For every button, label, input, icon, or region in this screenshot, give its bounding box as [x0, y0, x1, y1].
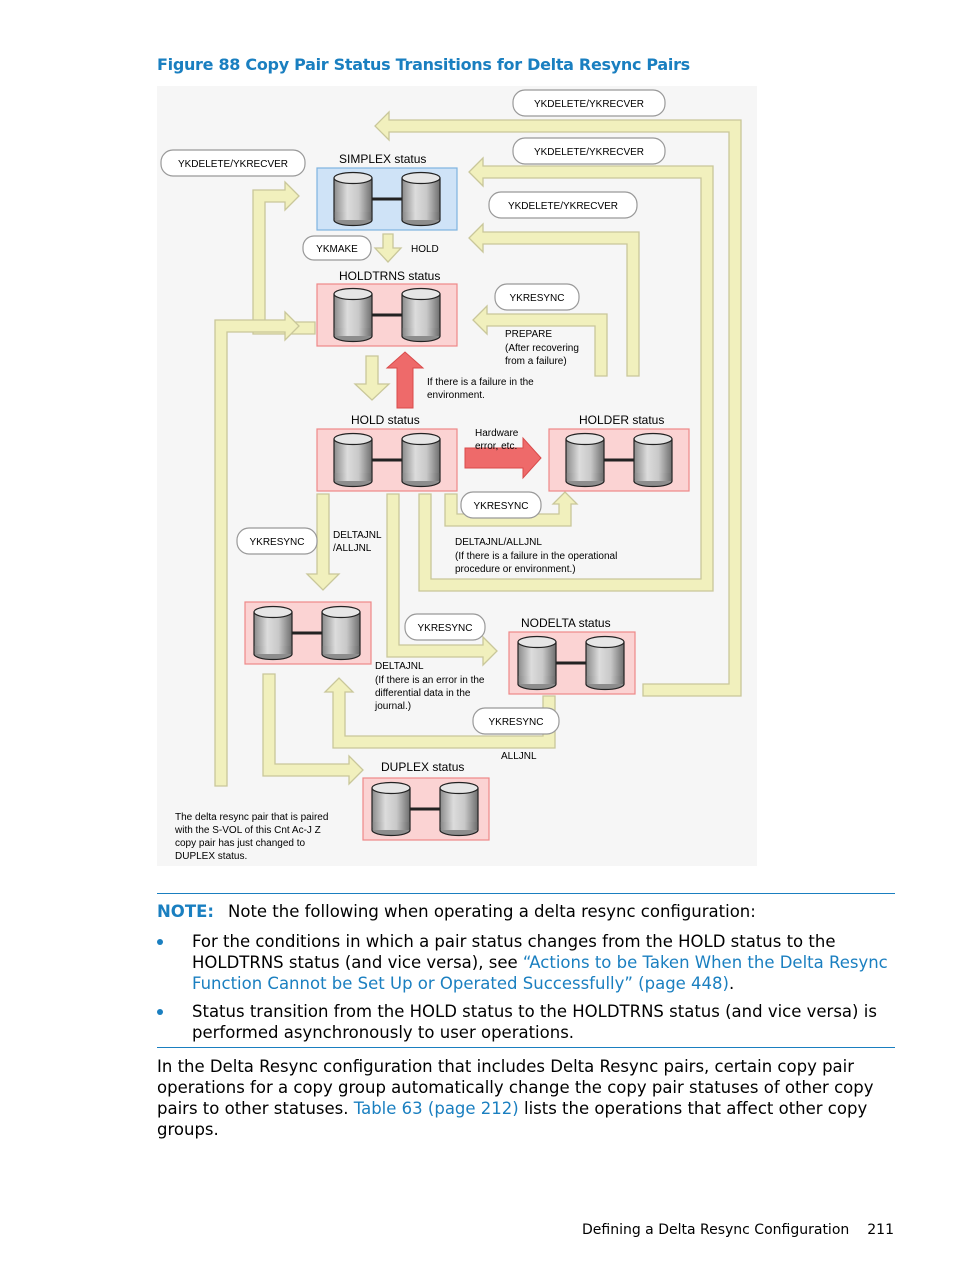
cmd-ykdelete-mid: YKDELETE/YKRECVER [534, 147, 644, 158]
label-alljnl: ALLJNL [501, 751, 537, 762]
footnote-line3: copy pair has just changed to [175, 838, 306, 849]
label-failure-env1: If there is a failure in the [427, 377, 534, 388]
label-diff-error2: differential data in the [375, 688, 471, 699]
state-simplex [316, 167, 458, 231]
cmd-ykdelete-third: YKDELETE/YKRECVER [508, 201, 618, 212]
label-prepare-note2: from a failure) [505, 356, 567, 367]
state-label-duplex: DUPLEX status [381, 760, 464, 774]
footnote-line1: The delta resync pair that is paired [175, 812, 328, 823]
figure-title: Figure 88 Copy Pair Status Transitions f… [157, 55, 690, 74]
label-deltajnl-alljnl: DELTAJNL/ALLJNL [455, 537, 542, 548]
cmd-ykresync-nodelta: YKRESYNC [417, 623, 472, 634]
label-prepare: PREPARE [505, 329, 552, 340]
footer-section-title: Defining a Delta Resync Configuration [581, 1222, 850, 1238]
note-label: NOTE: [157, 902, 214, 921]
state-label-holder: HOLDER status [579, 413, 664, 427]
label-failure-env2: environment. [427, 390, 485, 401]
state-nodelta [508, 631, 636, 695]
actions-cross-reference-link[interactable]: “Actions to be Taken When the Delta Resy… [192, 953, 888, 993]
bullet-icon [157, 1009, 163, 1015]
status-transition-diagram: YKDELETE/YKRECVER YKDELETE/YKRECVER YKDE… [157, 86, 757, 866]
bullet1-text: For the conditions in which a pair statu… [192, 932, 836, 972]
table-63-link[interactable]: Table 63 (page 212) [353, 1099, 519, 1118]
command-pills [160, 89, 666, 735]
cmd-ykmake: YKMAKE [316, 244, 358, 255]
label-deltajnl-left1: DELTAJNL [333, 530, 382, 541]
label-hw-error1: Hardware [475, 428, 519, 439]
state-label-simplex: SIMPLEX status [339, 152, 426, 166]
list-item: For the conditions in which a pair statu… [157, 931, 897, 994]
cmd-ykresync-duplex: YKRESYNC [488, 717, 543, 728]
state-label-nodelta: NODELTA status [521, 616, 611, 630]
state-hold [316, 428, 458, 492]
note-bottom-rule [157, 1047, 895, 1048]
label-hw-error2: error, etc. [475, 441, 517, 452]
paragraph-text: In the Delta Resync configuration that i… [157, 1057, 874, 1118]
note-intro: Note the following when operating a delt… [228, 902, 756, 921]
label-op-failure1: (If there is a failure in the operationa… [455, 551, 617, 562]
label-diff-error3: journal.) [374, 701, 411, 712]
state-holder [548, 428, 690, 492]
bullet1-end: . [729, 974, 735, 993]
label-deltajnl: DELTAJNL [375, 661, 424, 672]
cmd-ykdelete-top: YKDELETE/YKRECVER [534, 99, 644, 110]
cmd-ykresync-left: YKRESYNC [249, 537, 304, 548]
cmd-ykresync-holder: YKRESYNC [509, 293, 564, 304]
paragraph-end: lists the operations that affect other c… [157, 1099, 868, 1139]
state-label-hold: HOLD status [351, 413, 420, 427]
label-diff-error1: (If there is an error in the [375, 675, 485, 686]
page-number: 211 [867, 1222, 894, 1238]
note-bullet-list: For the conditions in which a pair statu… [157, 931, 897, 1050]
page-footer: Defining a Delta Resync Configuration 211 [582, 1222, 894, 1238]
transition-arrows [214, 110, 742, 787]
bullet-icon [157, 939, 163, 945]
note: NOTE: Note the following when operating a… [157, 902, 756, 921]
note-top-rule [157, 893, 895, 894]
list-item: Status transition from the HOLD status t… [157, 1001, 897, 1043]
footnote-line2: with the S-VOL of this Cnt Ac-J Z [174, 825, 321, 836]
state-label-holdtrns: HOLDTRNS status [339, 269, 440, 283]
footnote-line4: DUPLEX status. [175, 851, 247, 862]
bullet2-text: Status transition from the HOLD status t… [192, 1002, 877, 1042]
cmd-ykresync-hold: YKRESYNC [473, 501, 528, 512]
label-prepare-note1: (After recovering [505, 343, 579, 354]
label-hold: HOLD [411, 244, 439, 255]
label-op-failure2: procedure or environment.) [455, 564, 576, 575]
state-duplex [362, 777, 490, 841]
failure-arrows [385, 351, 542, 480]
state-intermediate [244, 601, 372, 665]
label-deltajnl-left2: /ALLJNL [333, 543, 372, 554]
body-paragraph: In the Delta Resync configuration that i… [157, 1056, 902, 1140]
cmd-ykdelete-left: YKDELETE/YKRECVER [178, 159, 288, 170]
state-holdtrns [316, 283, 458, 347]
